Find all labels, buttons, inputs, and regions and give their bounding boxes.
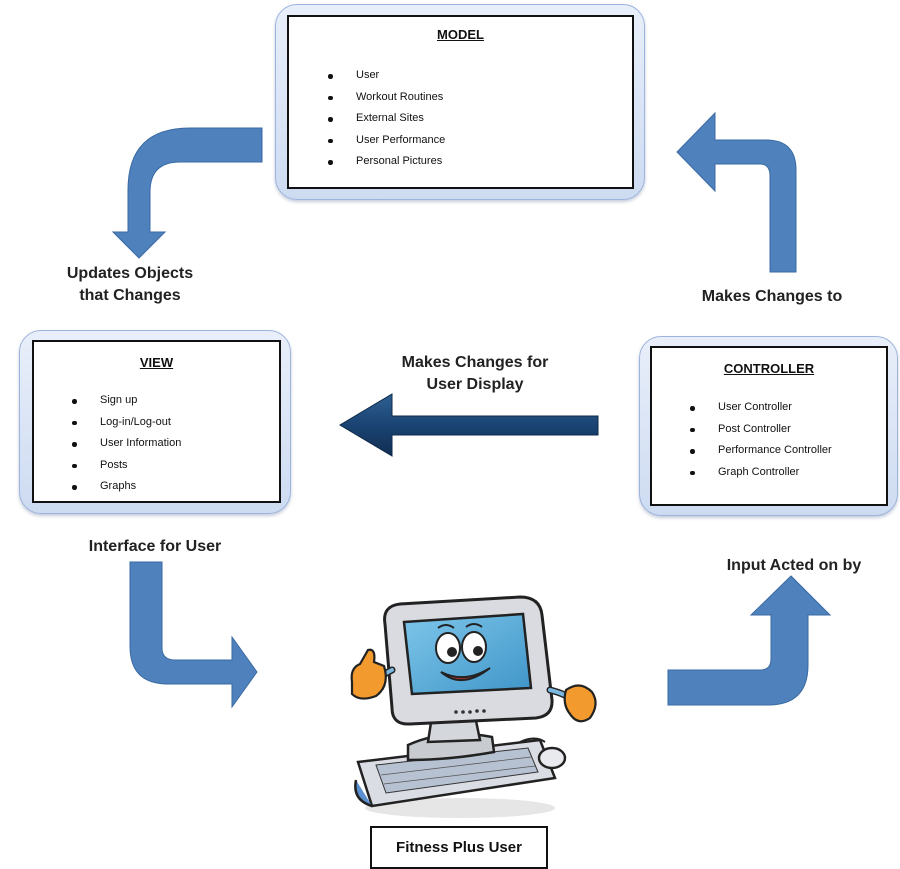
- list-item: Sign up: [72, 390, 181, 412]
- arrow-controller-to-view: [339, 393, 599, 457]
- arrow-user-to-controller: [667, 575, 832, 706]
- list-item: Performance Controller: [690, 440, 832, 462]
- arrow-controller-to-model: [676, 111, 797, 273]
- view-title: VIEW: [139, 355, 174, 370]
- interface-for-user-label: Interface for User: [88, 538, 222, 555]
- controller-card: CONTROLLER User Controller Post Controll…: [650, 346, 888, 506]
- list-item: Personal Pictures: [328, 151, 445, 173]
- arrow-model-to-view: [111, 127, 263, 259]
- model-list: User Workout Routines External Sites Use…: [328, 65, 445, 173]
- list-item: Log-in/Log-out: [72, 412, 181, 434]
- view-list: Sign up Log-in/Log-out User Information …: [72, 390, 181, 498]
- list-item: Graphs: [72, 476, 181, 498]
- view-panel: VIEW Sign up Log-in/Log-out User Informa…: [19, 330, 291, 514]
- list-item: User Performance: [328, 130, 445, 152]
- list-item: User: [328, 65, 445, 87]
- model-panel: MODEL User Workout Routines External Sit…: [275, 4, 645, 200]
- model-card: MODEL User Workout Routines External Sit…: [287, 15, 634, 189]
- list-item: Workout Routines: [328, 87, 445, 109]
- list-item: User Information: [72, 433, 181, 455]
- arrow-view-to-user: [129, 561, 258, 709]
- user-display-label: Makes Changes for User Display: [401, 354, 549, 393]
- list-item: Graph Controller: [690, 462, 832, 484]
- controller-list: User Controller Post Controller Performa…: [690, 397, 832, 483]
- input-acted-on-label: Input Acted on by: [726, 557, 862, 574]
- updates-objects-label: Updates Objects that Changes: [66, 265, 194, 304]
- makes-changes-to-label: Makes Changes to: [701, 288, 843, 305]
- list-item: User Controller: [690, 397, 832, 419]
- controller-title: CONTROLLER: [723, 361, 815, 376]
- list-item: Posts: [72, 455, 181, 477]
- view-card: VIEW Sign up Log-in/Log-out User Informa…: [32, 340, 281, 503]
- list-item: Post Controller: [690, 419, 832, 441]
- model-title: MODEL: [437, 27, 484, 42]
- controller-panel: CONTROLLER User Controller Post Controll…: [639, 336, 898, 516]
- computer-user-icon: [350, 595, 597, 818]
- fitness-plus-user-box: Fitness Plus User: [370, 826, 548, 869]
- list-item: External Sites: [328, 108, 445, 130]
